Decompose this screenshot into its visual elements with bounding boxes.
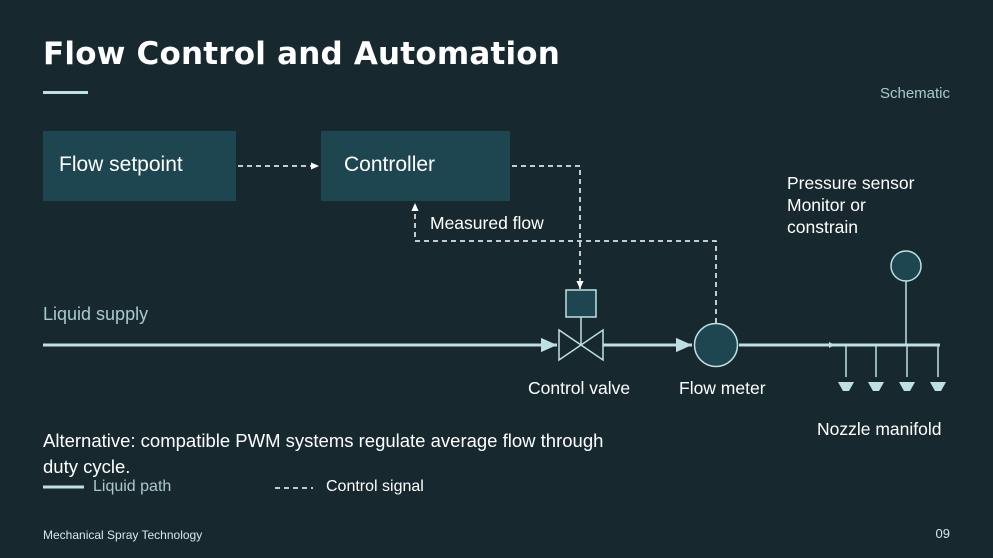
control-valve-label: Control valve	[528, 378, 631, 398]
pressure-sensor-icon	[890, 250, 922, 282]
manifold-flow-arrowhead	[829, 342, 835, 348]
legend-liquid-path-label: Liquid path	[93, 478, 172, 495]
nozzle-3-icon	[899, 382, 915, 391]
controller-label: Controller	[344, 153, 436, 176]
flow-meter-label: Flow meter	[679, 378, 766, 398]
liquid-supply-label: Liquid supply	[43, 304, 149, 324]
measured-flow-signal	[411, 203, 717, 323]
legend-control-signal-label: Control signal	[326, 478, 424, 495]
nozzle-2-icon	[868, 382, 884, 391]
pwm-note-line-2: duty cycle.	[43, 456, 131, 477]
nozzle-manifold-label: Nozzle manifold	[817, 419, 942, 439]
nozzle-manifold	[838, 345, 946, 391]
measured-flow-label: Measured flow	[430, 213, 544, 233]
valve-actuator-icon	[565, 289, 597, 318]
title-underline	[43, 91, 88, 94]
pressure-sensor-note-line-1: Monitor or	[787, 195, 866, 215]
page-number: 09	[935, 526, 950, 541]
flow-meter-icon	[693, 322, 739, 368]
control-valve-icon	[558, 328, 604, 362]
footer-text: Mechanical Spray Technology	[43, 528, 203, 542]
flow-setpoint-label: Flow setpoint	[59, 153, 183, 176]
nozzle-4-icon	[930, 382, 946, 391]
pwm-note-line-1: Alternative: compatible PWM systems regu…	[43, 430, 604, 451]
nozzle-1-icon	[838, 382, 854, 391]
controller-box	[321, 131, 510, 201]
schematic-tag: Schematic	[879, 85, 950, 102]
slide-title: Flow Control and Automation	[43, 36, 561, 72]
pressure-sensor-note-line-2: constrain	[787, 217, 859, 237]
pressure-sensor-label: Pressure sensor	[787, 173, 915, 193]
setpoint-box	[43, 131, 236, 201]
controller-to-valve-signal	[512, 165, 584, 289]
